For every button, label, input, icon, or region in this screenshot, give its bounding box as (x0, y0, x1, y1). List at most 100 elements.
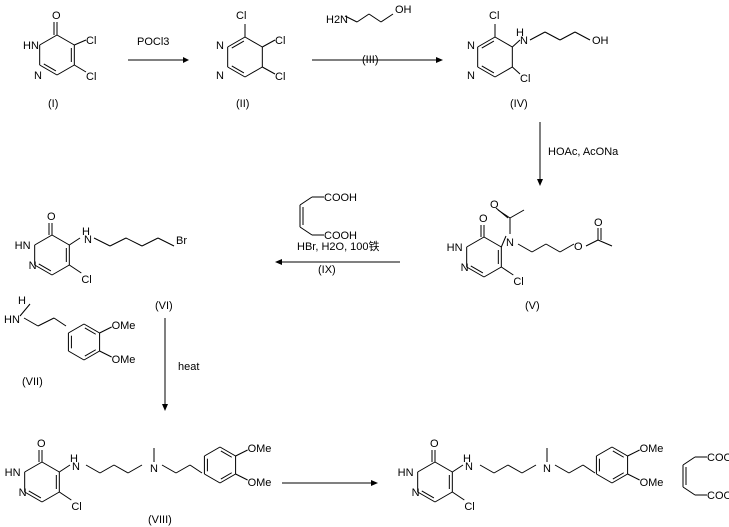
atom-hn: HN (15, 240, 31, 252)
bond (56, 34, 75, 46)
atom-ome: OMe (640, 443, 664, 455)
bond (452, 491, 465, 501)
bond (466, 266, 485, 278)
bond (494, 36, 513, 48)
atom-o: O (37, 438, 46, 450)
atom-h: H (516, 27, 524, 39)
bond (417, 461, 436, 473)
bond (483, 266, 502, 278)
bond (568, 464, 584, 474)
atom-cooh: COOH (707, 490, 729, 502)
bond (38, 263, 52, 272)
bond (141, 237, 159, 247)
condition-step5: heat (178, 361, 199, 373)
bond (219, 473, 236, 484)
atom-hn: HN (23, 40, 39, 52)
bond (529, 31, 546, 41)
atom-ome: OMe (112, 320, 136, 332)
compound-label-V: (V) (525, 300, 540, 312)
bond (582, 464, 596, 474)
bond (262, 66, 276, 75)
bond (24, 461, 43, 473)
bond (495, 207, 509, 219)
atom-cooh: COOH (324, 230, 357, 242)
arrowhead (162, 404, 168, 411)
bond (68, 323, 85, 334)
atom-ome: OMe (248, 443, 272, 455)
bond (611, 473, 628, 484)
bond (585, 239, 599, 247)
bond (99, 350, 112, 358)
bond (511, 66, 521, 75)
bond (477, 36, 496, 48)
atom-n: N (216, 70, 224, 82)
bond (69, 237, 81, 246)
bond (244, 66, 263, 78)
bond (34, 264, 53, 276)
atom-nh: N (84, 234, 92, 246)
bond (262, 39, 276, 48)
bond (189, 464, 203, 474)
bond (368, 13, 382, 23)
arrowhead (275, 259, 282, 265)
arrowhead (537, 179, 543, 186)
bond (85, 464, 101, 474)
bond (596, 473, 613, 484)
compound-label-III: (III) (362, 54, 379, 66)
atom-nh: N (72, 461, 80, 473)
atom-h: H (463, 453, 471, 465)
bond (481, 65, 495, 74)
bond (244, 36, 263, 48)
atom-o: O (47, 211, 56, 223)
atom-n: N (12, 314, 20, 326)
bond (69, 264, 82, 274)
bond (299, 226, 313, 236)
bond (380, 13, 394, 23)
bond (483, 236, 502, 248)
bond (28, 490, 42, 499)
bond (39, 64, 58, 76)
atom-cl: Cl (513, 276, 523, 288)
bond (24, 491, 43, 503)
bond (161, 464, 177, 474)
arrowhead (183, 57, 189, 63)
atom-o: O (594, 217, 603, 229)
atom-hn: HN (447, 242, 463, 254)
atom-n: N (467, 70, 475, 82)
compound-label-VI: (VI) (155, 300, 173, 312)
bond (434, 461, 453, 473)
atom-cooh: COOH (707, 452, 729, 464)
atom-oh: OH (592, 35, 609, 47)
bond (521, 464, 537, 474)
bond (231, 65, 245, 74)
bond (93, 237, 111, 247)
atom-ome: OMe (112, 354, 136, 366)
compound-label-VIII: (VIII) (148, 514, 172, 526)
bond (84, 349, 97, 357)
bond (417, 491, 436, 503)
atom-o: O (430, 438, 439, 450)
atom-ome: OMe (248, 477, 272, 489)
atom-n: N (19, 487, 27, 499)
atom-cl: Cl (464, 501, 474, 513)
bond (559, 243, 575, 253)
bond (204, 446, 221, 457)
bond (19, 303, 31, 317)
bond (477, 66, 496, 78)
bond (56, 64, 75, 76)
bond (517, 243, 533, 253)
atom-o: O (479, 213, 488, 225)
bond (59, 464, 71, 473)
bond (596, 446, 613, 457)
bond (109, 237, 127, 247)
atom-h: H (4, 314, 12, 326)
bond (220, 450, 233, 458)
compound-label-VII: (VII) (22, 376, 43, 388)
bond (511, 39, 521, 48)
bond (41, 461, 60, 473)
bond (125, 237, 143, 247)
atom-cl: Cl (81, 274, 91, 286)
bond (227, 36, 246, 48)
